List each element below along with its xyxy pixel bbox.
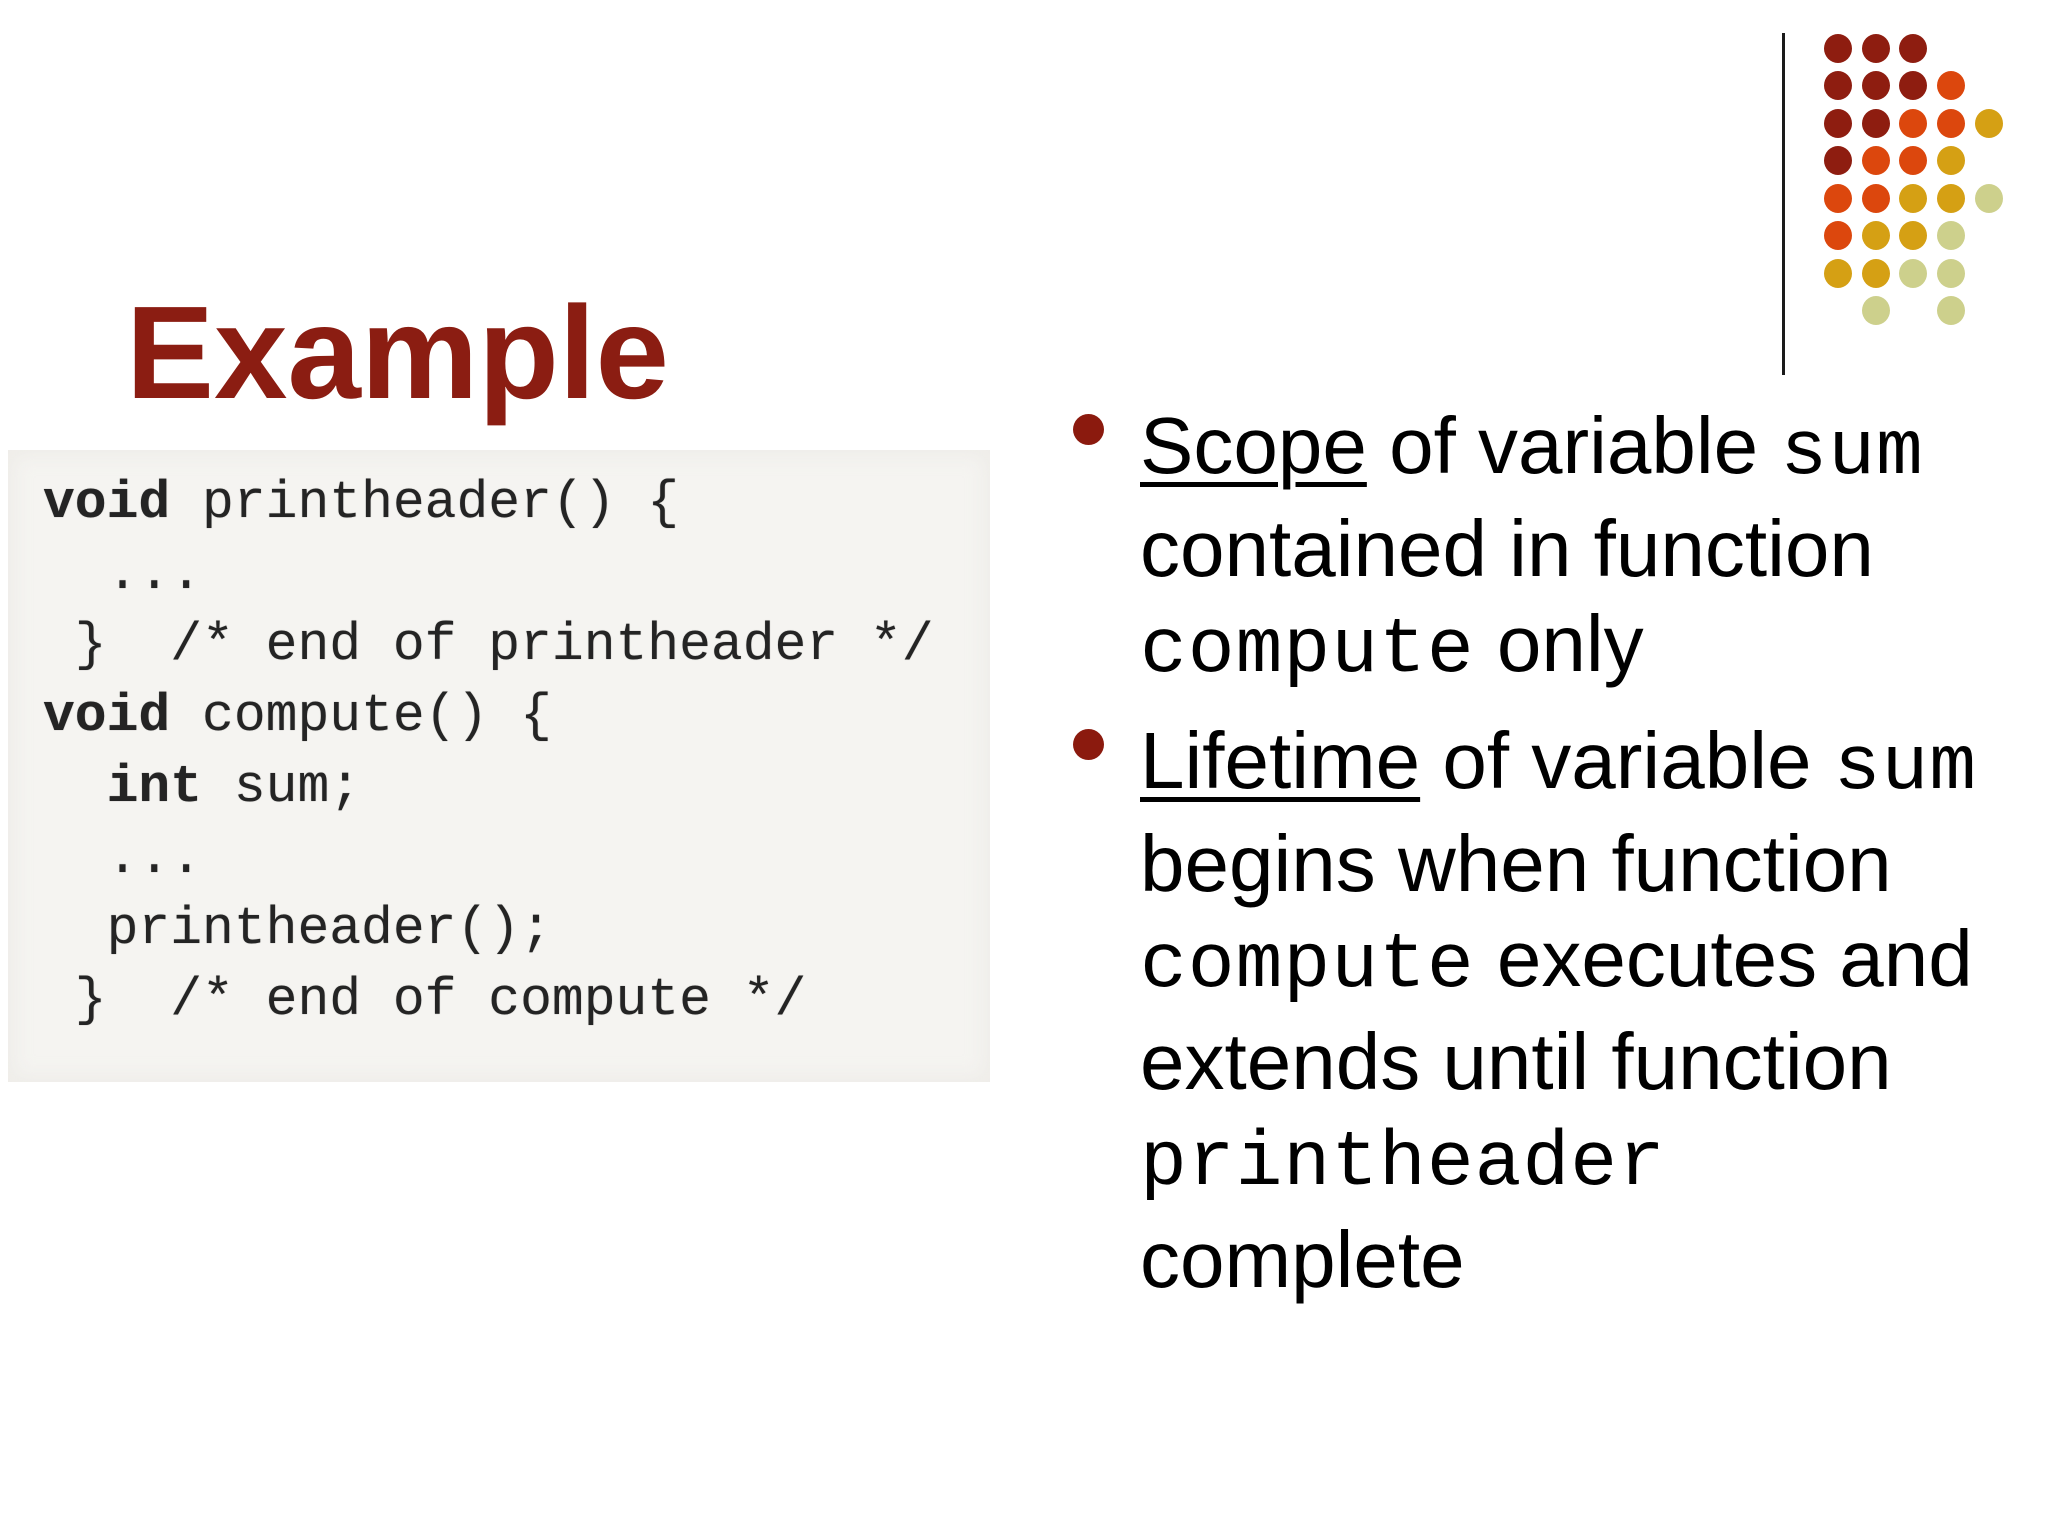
decoration-dot [1824, 71, 1852, 100]
code-line: int sum; [106, 757, 362, 817]
decoration-dot [1974, 108, 2003, 138]
decoration-dot [1937, 71, 1966, 100]
code-line: printheader(); [43, 899, 552, 959]
page-title: Example [126, 279, 669, 427]
decoration-dot [1937, 258, 1966, 288]
decoration-dot [1899, 221, 1928, 250]
code-snippet-image: void printheader() { ... } /* end of pri… [8, 450, 990, 1082]
bullet-line: compute executes and [1140, 914, 1973, 1010]
code-line: ... [43, 828, 203, 888]
decoration-dot [1824, 258, 1852, 288]
bullet-line: printheader [1140, 1120, 1666, 1208]
bullet-line: Lifetime of variable sum [1140, 716, 1978, 812]
decoration-dot [1899, 183, 1928, 213]
decoration-dot [1899, 146, 1928, 175]
decoration-dot [1899, 258, 1928, 288]
bullet-line: begins when function [1140, 819, 1892, 908]
decoration-dot [1861, 71, 1890, 100]
decoration-dot [1861, 33, 1890, 63]
decoration-dot [1824, 221, 1852, 250]
bullet-line: complete [1140, 1215, 1465, 1304]
decoration-dot [1937, 146, 1966, 175]
decoration-dot [1937, 183, 1966, 213]
decoration-dot [1899, 33, 1928, 63]
bullet-marker [1073, 729, 1104, 760]
decoration-dot [1861, 108, 1890, 138]
divider-line [1782, 33, 1785, 375]
decoration-dot [1824, 183, 1852, 213]
decoration-dot [1899, 108, 1928, 138]
decoration-dot [1937, 296, 1966, 325]
bullet-line: extends until function [1140, 1017, 1892, 1106]
decoration-dot [1861, 296, 1890, 325]
code-line: } /* end of compute */ [43, 970, 807, 1030]
code-line: void compute() { [43, 686, 552, 746]
bullet-line: Scope of variable sum [1140, 401, 1924, 497]
code-line: void printheader() { [43, 473, 680, 533]
bullet-line: contained in function [1140, 504, 1874, 593]
decoration-dot [1937, 221, 1966, 250]
bullet-marker [1073, 414, 1104, 445]
decoration-dot [1937, 108, 1966, 138]
decoration-dot [1861, 183, 1890, 213]
decoration-dot [1861, 221, 1890, 250]
code-line: ... [43, 544, 203, 604]
decoration-dot [1824, 33, 1852, 63]
code-line: } /* end of printheader */ [43, 615, 934, 675]
decoration-dot [1824, 108, 1852, 138]
decoration-dot [1899, 71, 1928, 100]
decoration-dot [1861, 146, 1890, 175]
bullet-line: compute only [1140, 599, 1644, 695]
decoration-dot [1824, 146, 1852, 175]
decoration-dot [1861, 258, 1890, 288]
decoration-dot [1974, 183, 2003, 213]
